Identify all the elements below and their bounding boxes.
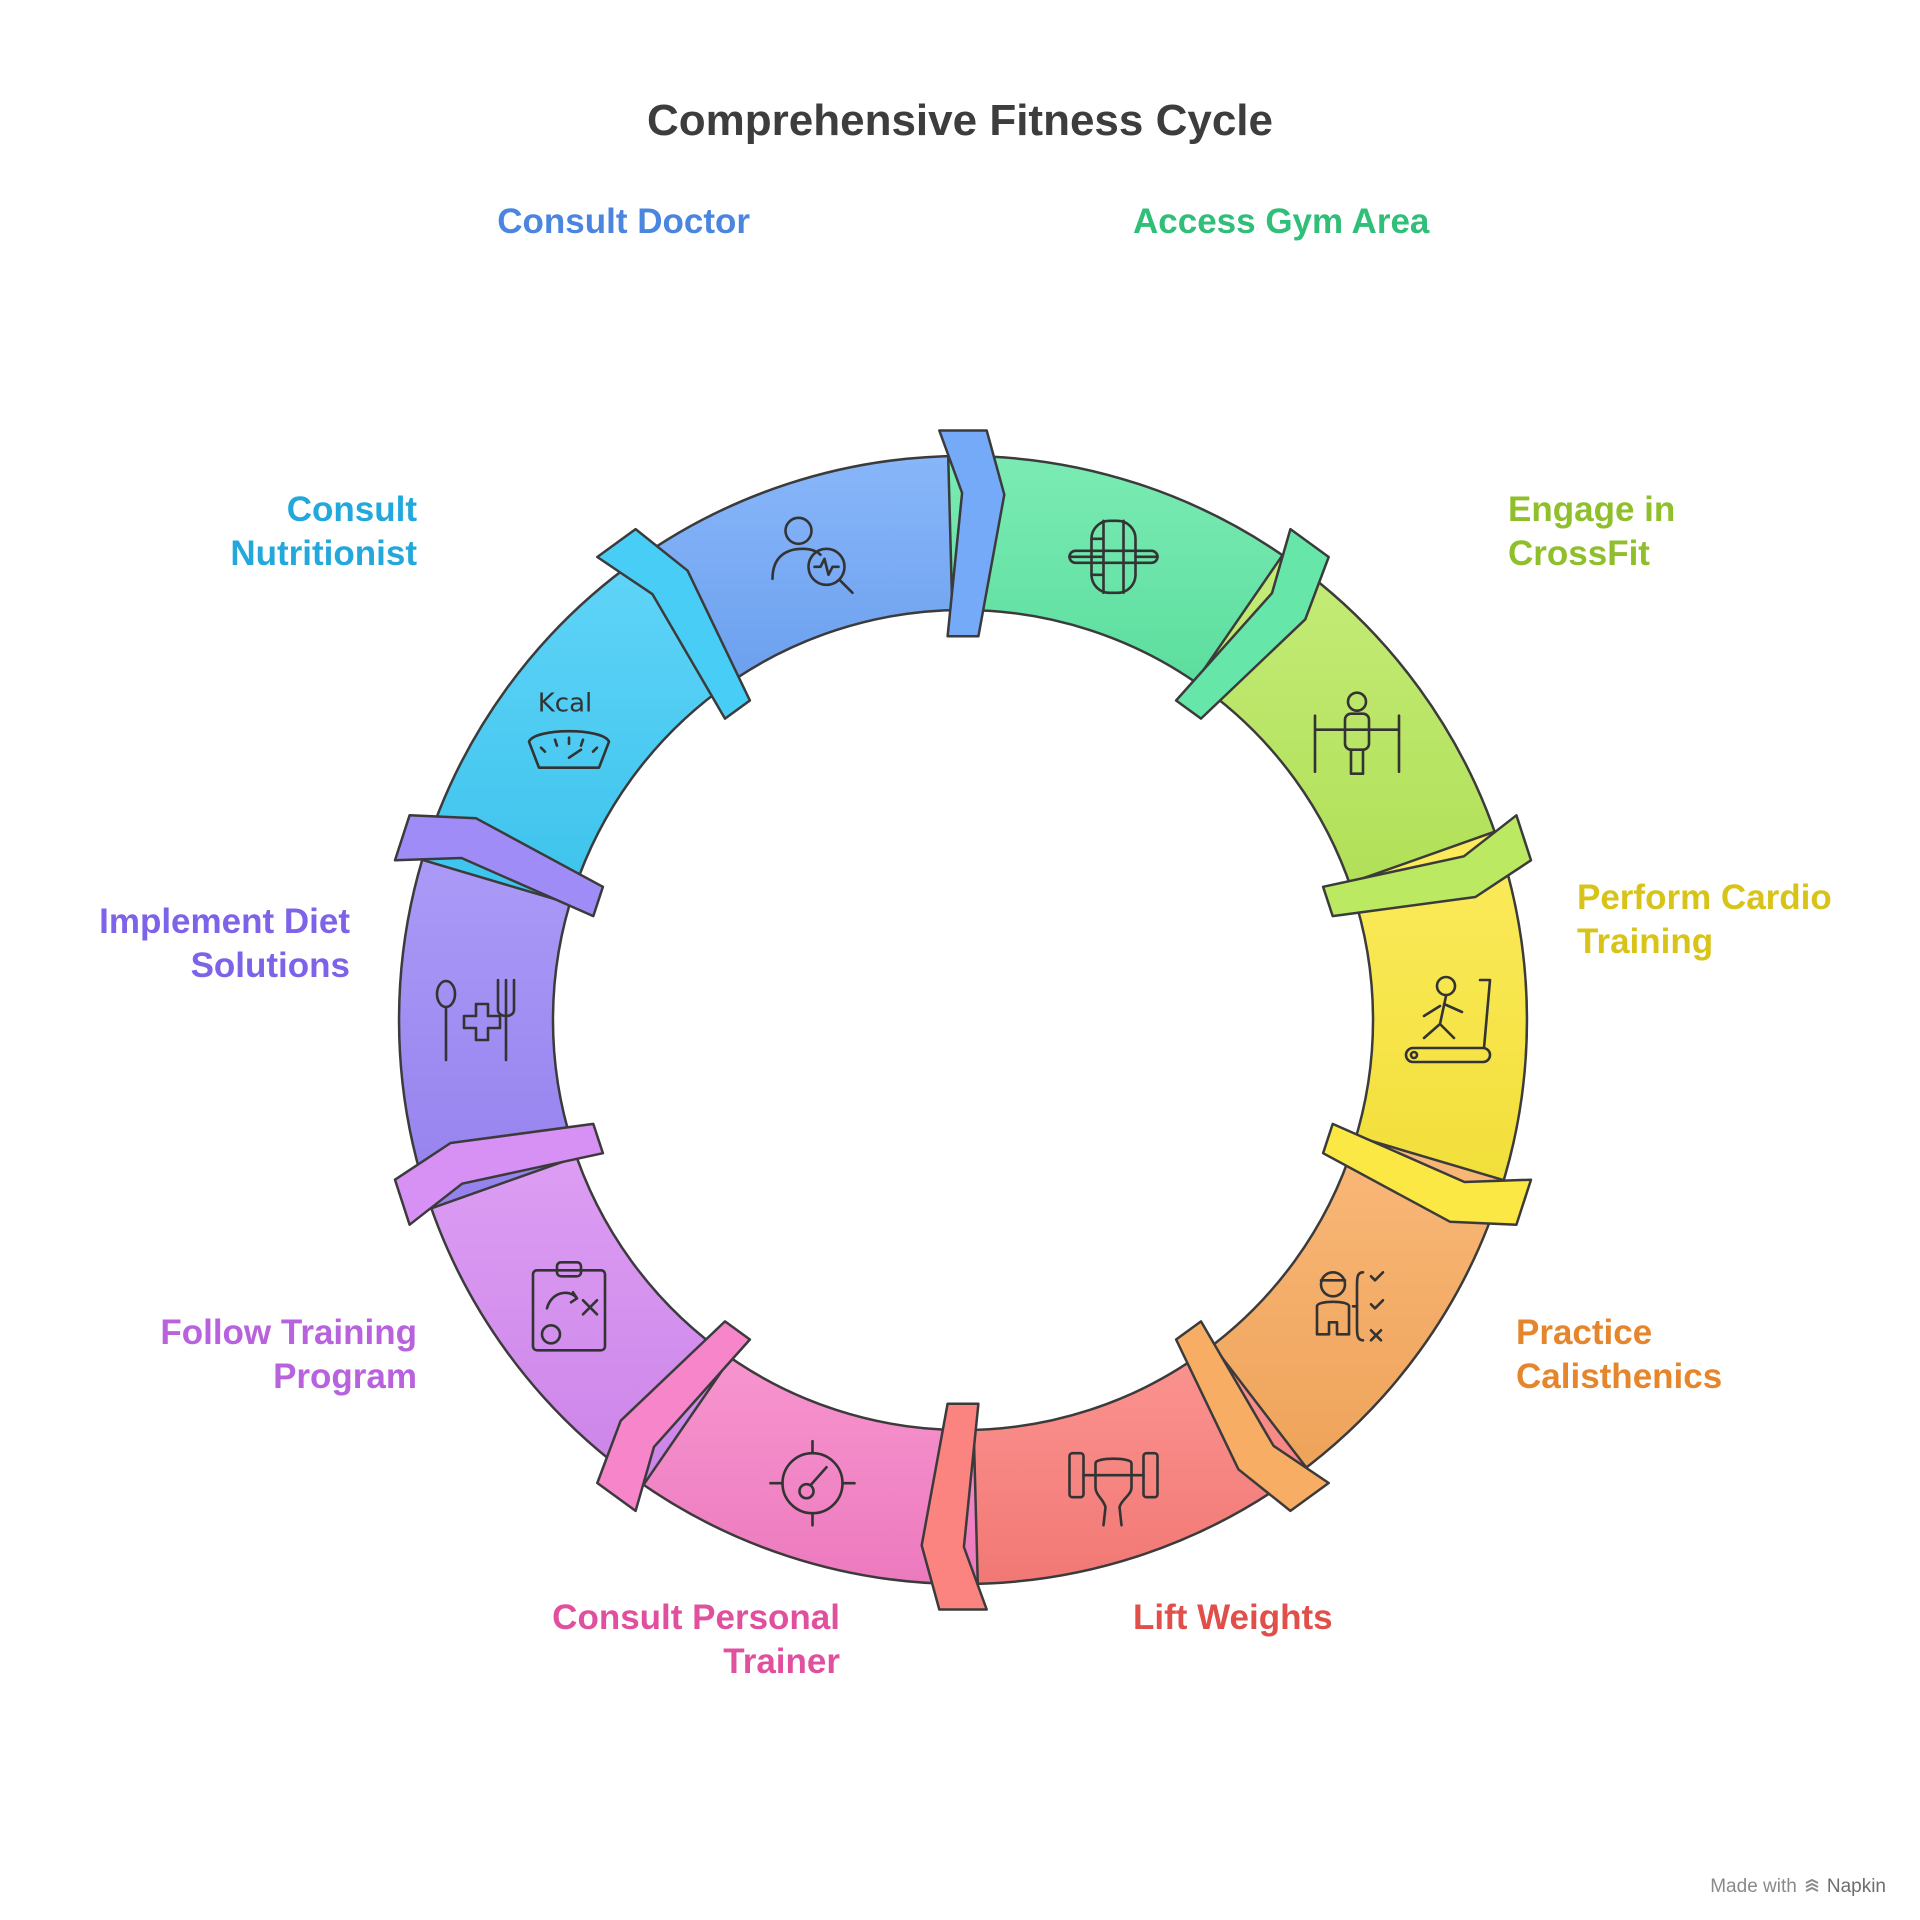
kcal-scale-icon: Kcal	[527, 689, 611, 770]
stage-label-lift-weights: Lift Weights	[1133, 1598, 1333, 1637]
cycle-connector-tab	[1321, 814, 1533, 918]
napkin-logo-icon	[1805, 1878, 1819, 1892]
footer-brand: Napkin	[1826, 1876, 1886, 1897]
dumbbell-hand-icon	[1068, 1451, 1159, 1527]
svg-text:Kcal: Kcal	[538, 689, 593, 719]
cycle-connector-tab	[1174, 1320, 1330, 1513]
cycle-connector-tab	[1321, 1122, 1533, 1226]
stage-label-consult-doctor: Consult Doctor	[497, 202, 750, 241]
clipboard-plan-icon	[531, 1261, 607, 1352]
footer-credit: Made with Napkin	[1710, 1876, 1886, 1898]
doctor-checkup-icon	[771, 516, 854, 595]
stage-label-cardio-training: Perform Cardio Training	[1577, 878, 1832, 961]
gym-wheel-icon	[1068, 519, 1159, 595]
stage-label-access-gym-area: Access Gym Area	[1133, 202, 1430, 241]
pullup-bar-icon	[1313, 691, 1401, 776]
cycle-connector-tab	[596, 1320, 752, 1513]
target-gauge-icon	[769, 1439, 856, 1527]
stage-label-engage-crossfit: Engage in CrossFit	[1508, 490, 1676, 573]
cycle-connector-tab	[938, 429, 1006, 638]
cycle-connector-tab	[393, 814, 605, 918]
cycle-connector-tab	[596, 527, 752, 720]
diagram-title: Comprehensive Fitness Cycle	[646, 96, 1273, 145]
stage-label-calisthenics: Practice Calisthenics	[1516, 1313, 1723, 1396]
footer-made-with: Made with	[1710, 1876, 1797, 1897]
cycle-connector-tab	[393, 1122, 605, 1226]
diet-fork-spoon-icon	[435, 978, 516, 1062]
cycle-connector-tab	[920, 1402, 988, 1611]
checklist-person-icon	[1315, 1271, 1385, 1342]
cycle-connector-tab	[1174, 527, 1330, 720]
stage-label-diet-solutions: Implement Diet Solutions	[99, 902, 350, 985]
stage-label-training-program: Follow Training Program	[160, 1313, 417, 1396]
stage-label-personal-trainer: Consult Personal Trainer	[552, 1598, 840, 1681]
treadmill-icon	[1404, 975, 1492, 1064]
stage-label-nutritionist: Consult Nutritionist	[230, 490, 417, 573]
